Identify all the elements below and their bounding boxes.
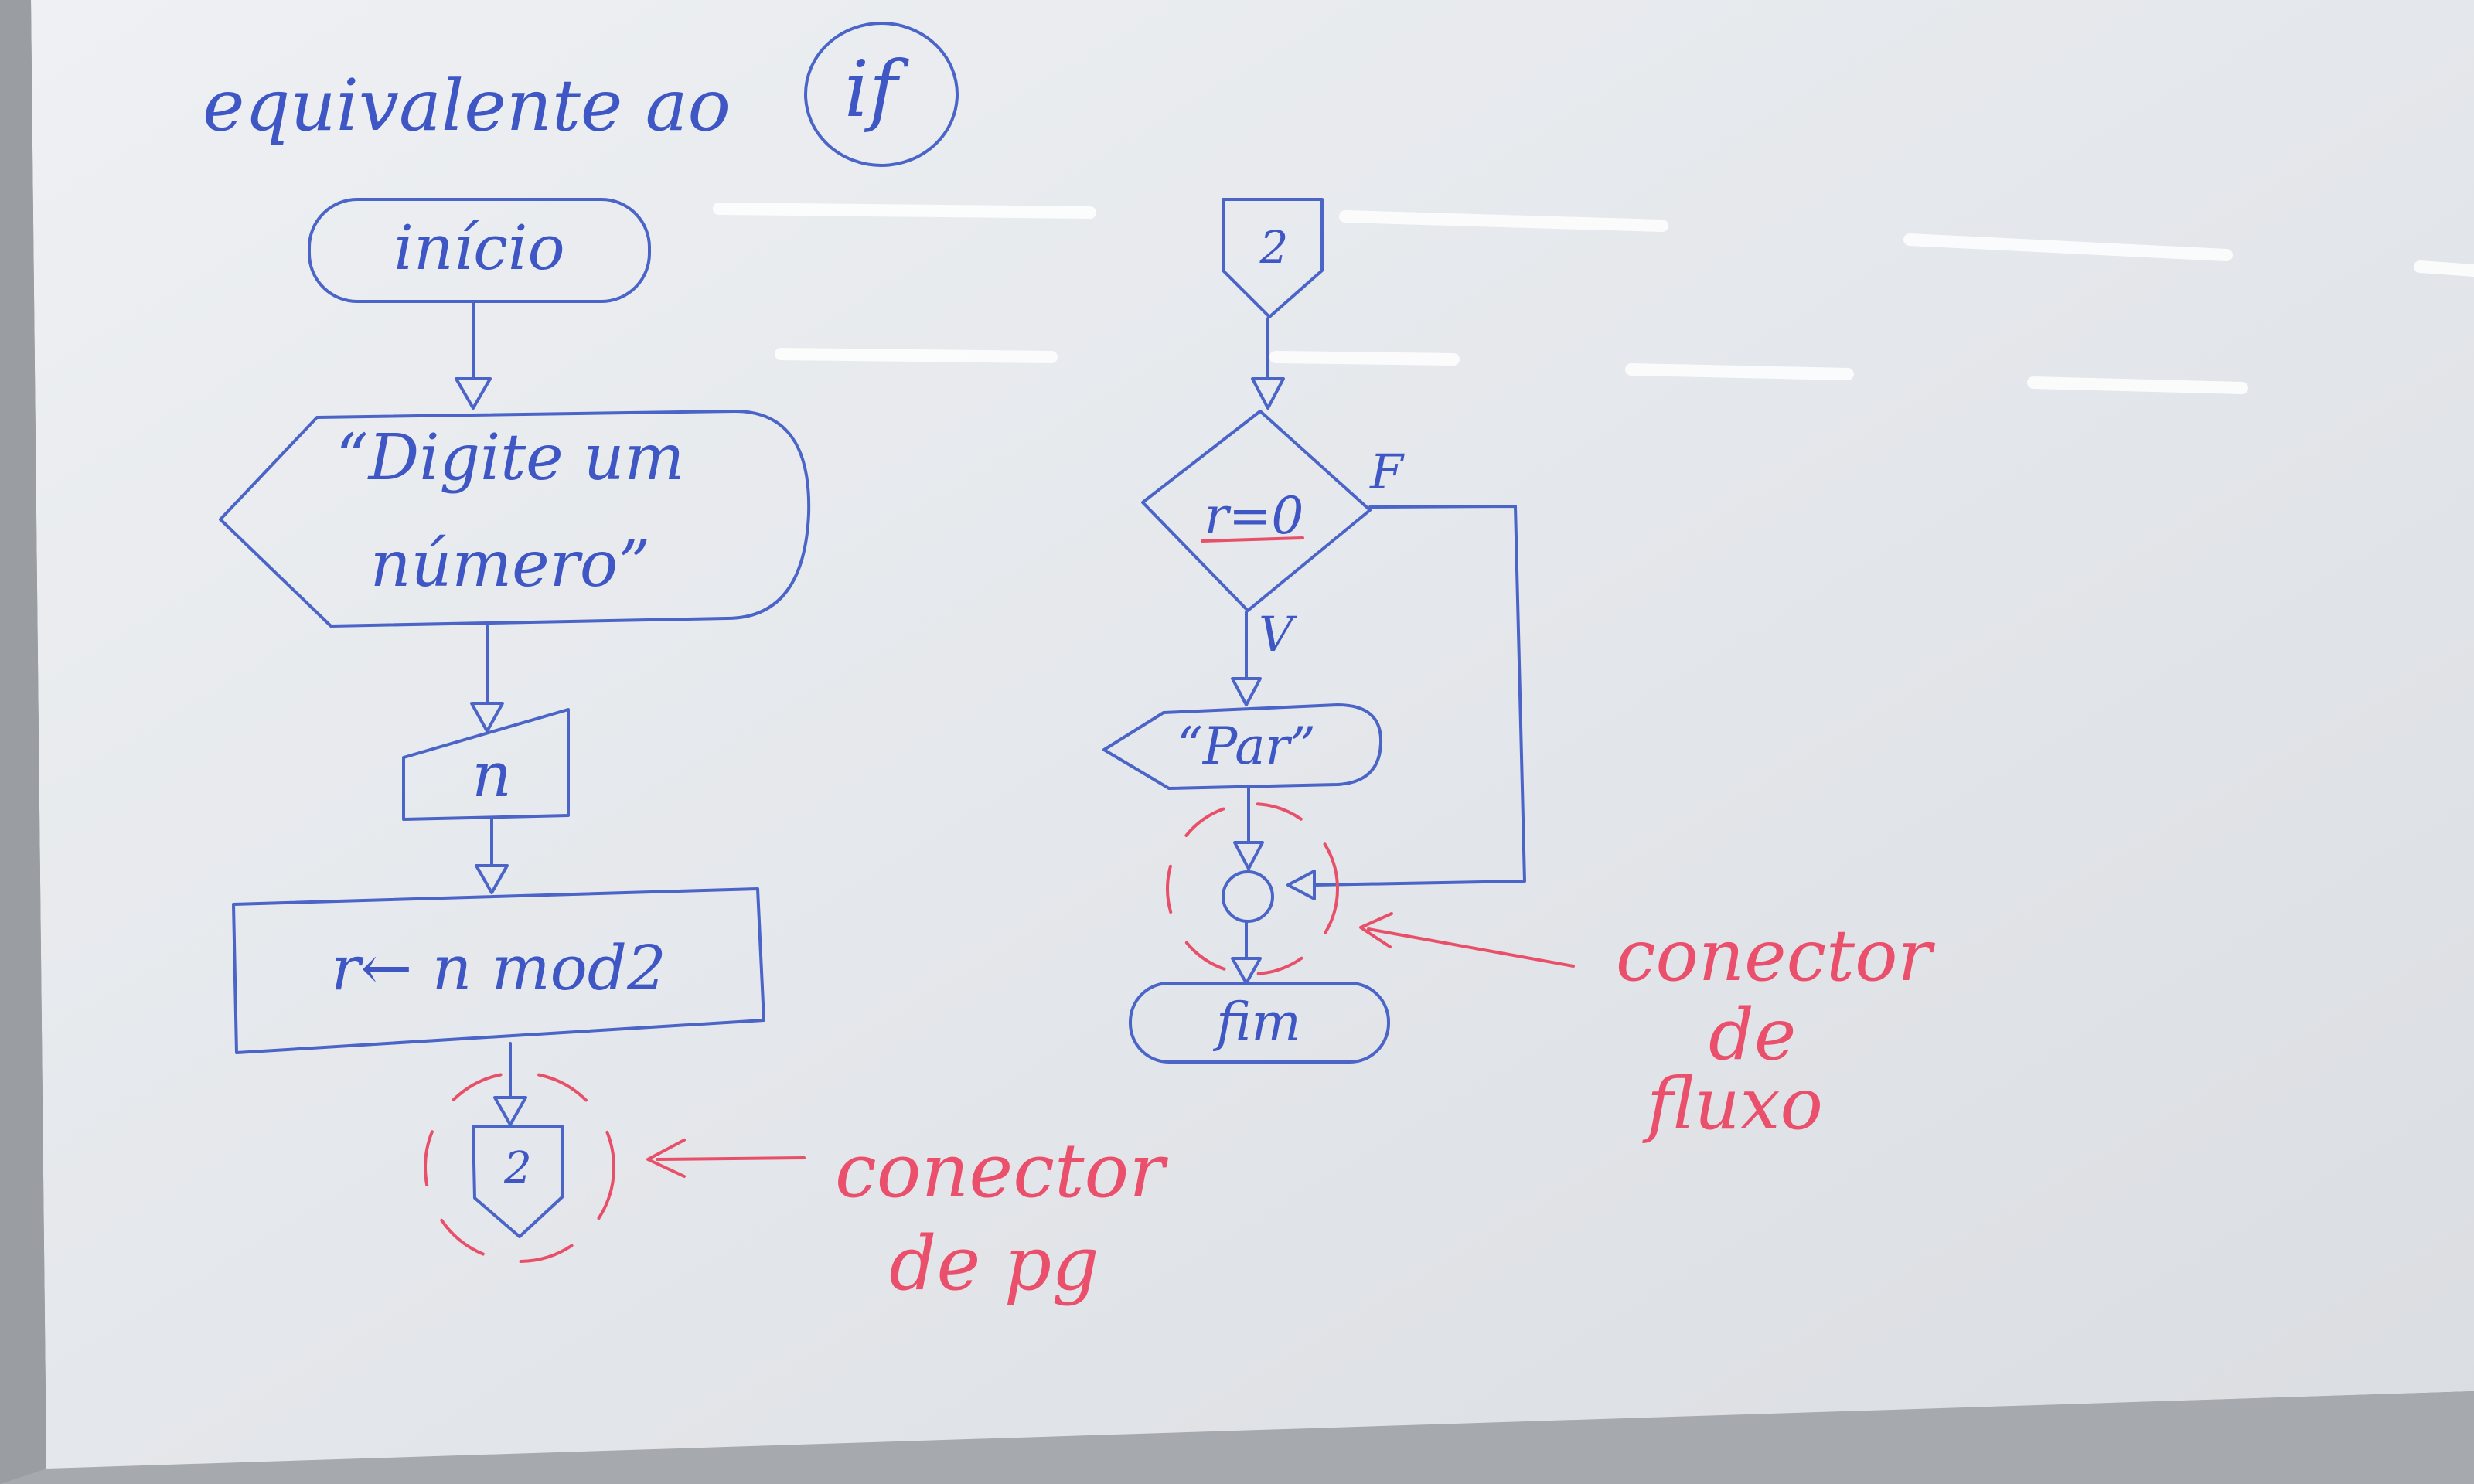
end-label: fim (1212, 992, 1301, 1053)
arrowhead (1233, 841, 1264, 870)
process-box (232, 887, 765, 1054)
if-circle (804, 22, 959, 167)
arrowhead (1231, 677, 1262, 706)
start-label: início (394, 212, 564, 284)
input-label: n (472, 739, 512, 811)
display-line1: “Digite um (336, 421, 685, 495)
board-surface (31, 0, 2474, 1469)
page-connector-annotation-1: conector (835, 1128, 1168, 1214)
false-label: F (1369, 444, 1405, 500)
flow-connector-pointer-head (1359, 912, 1393, 948)
output-shape (1102, 703, 1383, 790)
heading-text: equivalente ao (203, 64, 731, 147)
page-connector-left (472, 1125, 564, 1238)
board-frame-left (0, 0, 46, 1484)
display-line2: número” (370, 528, 650, 601)
flow-connector-annotation-2: de (1709, 993, 1796, 1076)
decision-label: r=0 (1205, 486, 1304, 546)
page-connector-right-label: 2 (1259, 221, 1289, 274)
page-connector-left-label: 2 (503, 1143, 532, 1193)
light-reflections (713, 203, 2474, 394)
page-connector-pointer (656, 1156, 806, 1161)
board-frame-bottom (0, 1391, 2474, 1484)
true-label: V (1259, 606, 1298, 662)
arrowhead (1286, 870, 1316, 900)
page-connector-annotation-2: de pg (889, 1220, 1099, 1307)
flow-connector-annotation-1: conector (1616, 914, 1935, 997)
flow-connector-highlight (1166, 802, 1339, 975)
page-connector-highlight (424, 1071, 615, 1263)
arrowhead (455, 377, 492, 410)
process-label: r← n mod2 (331, 932, 666, 1004)
decision-underline (1201, 536, 1304, 543)
page-connector-pointer-head (646, 1139, 686, 1178)
input-shape (402, 708, 570, 821)
page-connector-right (1222, 198, 1324, 318)
flow-connector-pointer (1367, 928, 1575, 968)
arrowhead (493, 1096, 527, 1126)
output-label: “Par” (1177, 716, 1316, 776)
arrowhead (1251, 377, 1285, 410)
arrowhead (475, 864, 509, 894)
arrowhead (1231, 957, 1262, 985)
end-terminal (1129, 982, 1390, 1064)
start-terminal (308, 198, 651, 303)
flow-connector-annotation-3: fluxo (1642, 1063, 1823, 1145)
display-shape (219, 410, 811, 628)
decision-diamond (1141, 410, 1372, 612)
false-branch-line (1313, 505, 1526, 887)
arrowhead (470, 702, 504, 733)
